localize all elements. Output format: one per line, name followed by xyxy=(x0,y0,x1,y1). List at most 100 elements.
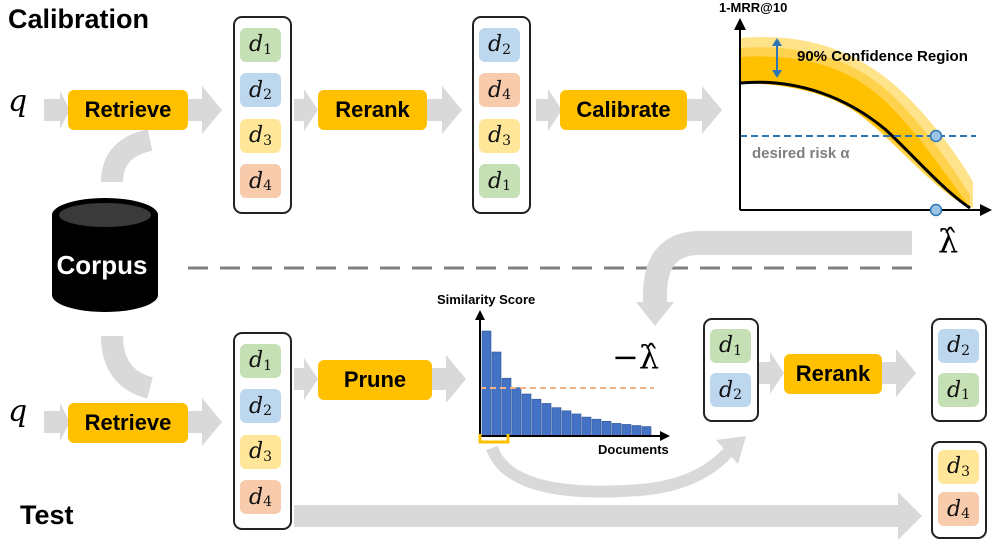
similarity-bars xyxy=(481,330,652,437)
connector-corpus-test-retrieve xyxy=(101,335,154,399)
similarity-bar xyxy=(621,424,632,437)
kept-docs-bracket xyxy=(478,434,510,444)
arrow-retrieve-stack-test xyxy=(188,398,222,446)
arrow-pruned-rerank xyxy=(757,352,784,394)
query-symbol-test: q xyxy=(8,394,28,429)
arrow-lambda-feedback-head xyxy=(636,302,674,326)
doc-index: 2 xyxy=(263,87,272,104)
neg-lambda-hat-label: −λ̂ xyxy=(612,338,660,376)
confidence-region-label: 90% Confidence Region xyxy=(797,48,968,65)
lambda-hat-label: λ̂ xyxy=(938,222,959,260)
arrow-tail-docs xyxy=(294,492,922,540)
arrow-rerank-final xyxy=(882,349,916,397)
doc-index: 4 xyxy=(502,87,511,104)
query-symbol-calib: q xyxy=(8,84,28,119)
lambda-point xyxy=(929,203,943,217)
doc-index: 1 xyxy=(961,387,970,404)
arrow-curve-kept-docs-head xyxy=(716,436,746,464)
doc-index: 3 xyxy=(961,463,970,480)
similarity-bar xyxy=(521,393,532,437)
doc-index: 3 xyxy=(263,132,272,149)
calibration-heading: Calibration xyxy=(8,4,150,34)
doc-index: 1 xyxy=(263,41,272,58)
risk-curve xyxy=(739,80,971,210)
similarity-bar xyxy=(511,387,522,437)
risk-calibration-plot xyxy=(734,18,992,217)
arrow-stack-rerank-calib xyxy=(294,89,318,131)
similarity-bar xyxy=(641,426,652,437)
doc-index: 3 xyxy=(502,132,511,149)
rerank-button-calib[interactable]: Rerank xyxy=(318,90,427,130)
doc-symbol: d xyxy=(487,123,503,149)
doc-index: 1 xyxy=(263,357,272,374)
doc-index: 3 xyxy=(263,448,272,465)
similarity-bar xyxy=(591,418,602,437)
similarity-ylabel: Similarity Score xyxy=(437,292,536,307)
confidence-band-dark xyxy=(740,56,970,208)
similarity-bar xyxy=(501,377,512,437)
similarity-bar xyxy=(531,398,542,437)
similarity-bar xyxy=(561,410,572,437)
corpus-database-icon xyxy=(52,198,158,312)
doc-index: 4 xyxy=(263,178,272,195)
arrow-q-retrieve-calib xyxy=(44,91,70,129)
doc-symbol: d xyxy=(248,439,264,465)
arrow-lambda-feedback xyxy=(643,231,912,305)
doc-symbol: d xyxy=(248,348,264,374)
doc-symbol: d xyxy=(718,333,734,359)
rerank-button-test[interactable]: Rerank xyxy=(784,354,882,394)
doc-symbol: d xyxy=(487,32,503,58)
doc-symbol: d xyxy=(946,333,962,359)
prune-button[interactable]: Prune xyxy=(318,360,432,400)
arrow-q-retrieve-test xyxy=(44,403,70,441)
similarity-bar xyxy=(571,413,582,437)
retrieve-button-test[interactable]: Retrieve xyxy=(68,403,188,443)
doc-symbol: d xyxy=(248,123,264,149)
retrieve-button-calib[interactable]: Retrieve xyxy=(68,90,188,130)
similarity-bar xyxy=(481,330,492,437)
calibrate-button[interactable]: Calibrate xyxy=(560,90,687,130)
arrow-rerank-stack-calib xyxy=(427,86,462,134)
similarity-bar xyxy=(551,407,562,437)
similarity-bar xyxy=(581,416,592,437)
doc-symbol: d xyxy=(248,168,264,194)
doc-symbol: d xyxy=(248,77,264,103)
similarity-bar xyxy=(541,403,552,437)
test-heading: Test xyxy=(20,500,74,530)
doc-index: 2 xyxy=(502,41,511,58)
doc-symbol: d xyxy=(946,496,962,522)
doc-index: 2 xyxy=(263,403,272,420)
doc-index: 1 xyxy=(733,342,742,359)
arrow-calibrate-plot xyxy=(687,86,722,134)
similarity-bar xyxy=(491,351,502,437)
documents-xlabel: Documents xyxy=(598,442,669,457)
doc-index: 4 xyxy=(961,506,970,523)
risk-ylabel: 1-MRR@10 xyxy=(719,0,788,15)
similarity-bar xyxy=(611,423,622,437)
doc-symbol: d xyxy=(946,377,962,403)
arrow-curve-kept-docs xyxy=(486,445,735,498)
connector-corpus-calib-retrieve xyxy=(101,129,153,183)
